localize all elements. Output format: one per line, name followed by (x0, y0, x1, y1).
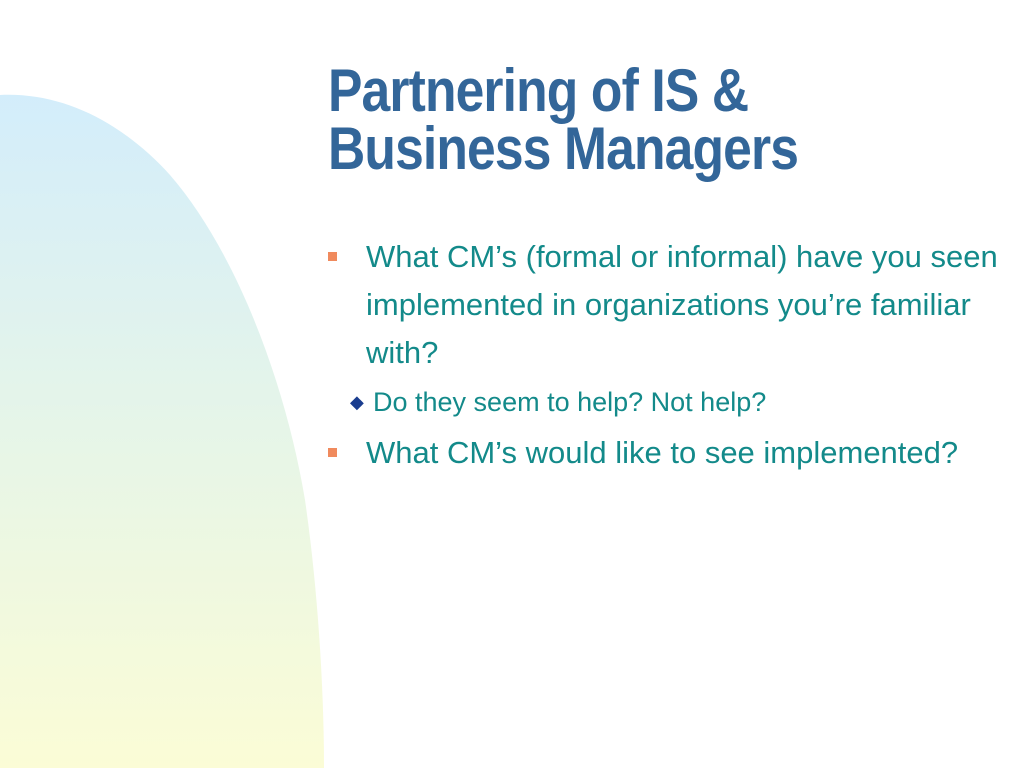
diamond-bullet-icon: ◆ (350, 392, 364, 412)
sub-bullet-list: ◆ Do they seem to help? Not help? (328, 381, 1008, 423)
slide-title-line-2: Business Managers (328, 115, 799, 182)
slide-title-line-1: Partnering of IS & (328, 57, 749, 124)
bullet-item: What CM’s (formal or informal) have you … (328, 233, 1008, 377)
bullet-text: What CM’s would like to see implemented? (366, 435, 959, 470)
bullet-list: What CM’s (formal or informal) have you … (328, 233, 1008, 481)
slide-title: Partnering of IS & Business Managers (328, 57, 913, 182)
bullet-item: What CM’s would like to see implemented? (328, 429, 1008, 477)
sub-bullet-text: Do they seem to help? Not help? (373, 387, 767, 417)
sub-bullet-item: ◆ Do they seem to help? Not help? (328, 381, 1008, 423)
bullet-text: What CM’s (formal or informal) have you … (366, 239, 998, 370)
square-bullet-icon (328, 252, 337, 261)
square-bullet-icon (328, 448, 337, 457)
